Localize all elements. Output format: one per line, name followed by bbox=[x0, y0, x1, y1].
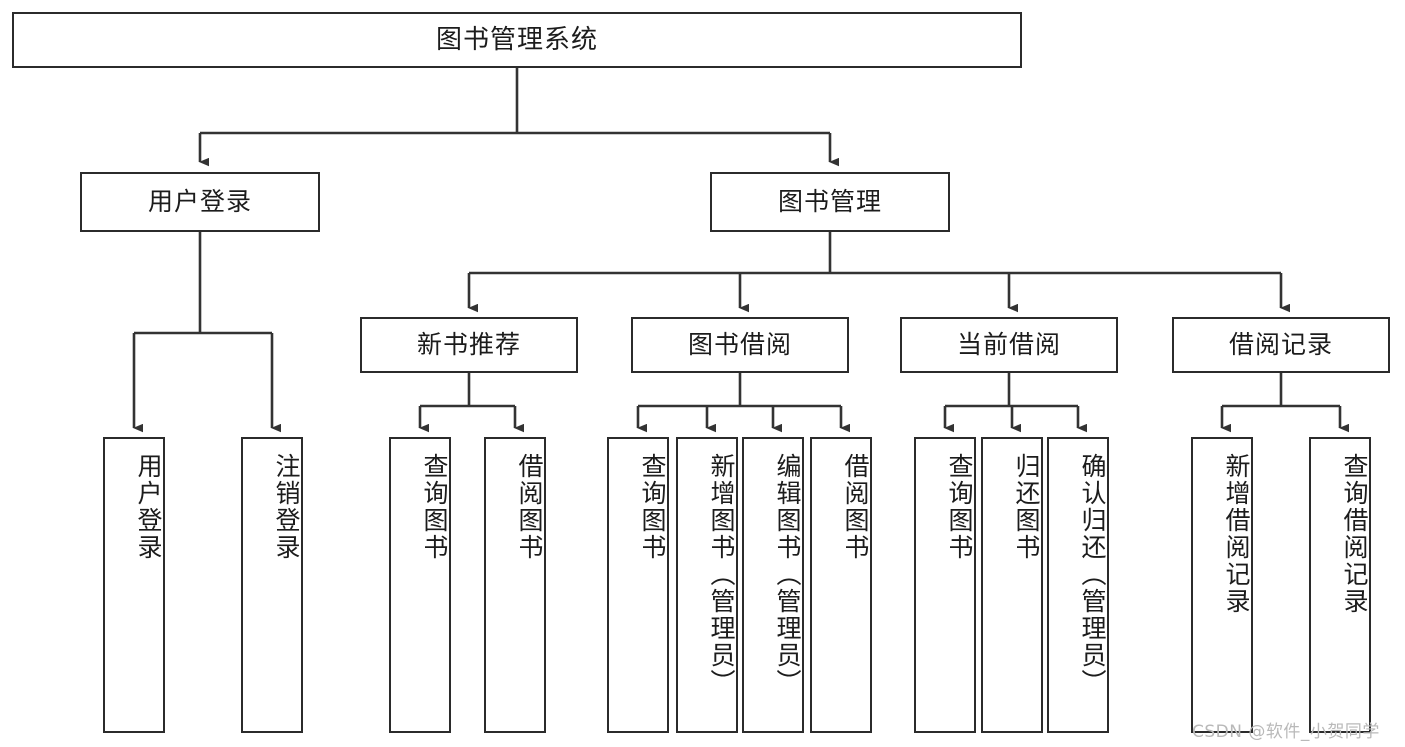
node-leaf-borrow-book-1[interactable]: 借阅图书 bbox=[484, 437, 546, 733]
node-label: 借阅图书 bbox=[515, 453, 544, 561]
node-label: 用户登录 bbox=[147, 187, 252, 217]
node-new-book-recommend[interactable]: 新书推荐 bbox=[360, 317, 578, 373]
node-label: 图书管理 bbox=[777, 187, 882, 217]
node-leaf-query-book-3[interactable]: 查询图书 bbox=[914, 437, 976, 733]
node-label: 查询图书 bbox=[420, 453, 449, 561]
node-user-login[interactable]: 用户登录 bbox=[80, 172, 320, 232]
node-root-system[interactable]: 图书管理系统 bbox=[12, 12, 1022, 68]
node-leaf-return-book[interactable]: 归还图书 bbox=[981, 437, 1043, 733]
node-label: 用户登录 bbox=[134, 453, 163, 561]
node-leaf-query-book-2[interactable]: 查询图书 bbox=[607, 437, 669, 733]
node-label: 注销登录 bbox=[272, 453, 301, 561]
node-current-borrow[interactable]: 当前借阅 bbox=[900, 317, 1118, 373]
node-leaf-borrow-book-2[interactable]: 借阅图书 bbox=[810, 437, 872, 733]
csdn-watermark: CSDN @软件_小贺同学 bbox=[1192, 722, 1380, 742]
node-leaf-query-record[interactable]: 查询借阅记录 bbox=[1309, 437, 1371, 733]
node-label: 归还图书 bbox=[1012, 453, 1041, 561]
node-label: 图书借阅 bbox=[687, 330, 792, 360]
node-leaf-add-book[interactable]: 新增图书（管理员） bbox=[676, 437, 738, 733]
node-label: 新增借阅记录 bbox=[1222, 453, 1251, 615]
node-label: 查询借阅记录 bbox=[1340, 453, 1369, 615]
node-borrow-record[interactable]: 借阅记录 bbox=[1172, 317, 1390, 373]
node-leaf-query-book-1[interactable]: 查询图书 bbox=[389, 437, 451, 733]
node-label: 新增图书（管理员） bbox=[707, 453, 736, 696]
node-leaf-edit-book[interactable]: 编辑图书（管理员） bbox=[742, 437, 804, 733]
node-label: 新书推荐 bbox=[416, 330, 521, 360]
node-leaf-user-login[interactable]: 用户登录 bbox=[103, 437, 165, 733]
node-leaf-add-record[interactable]: 新增借阅记录 bbox=[1191, 437, 1253, 733]
node-label: 查询图书 bbox=[945, 453, 974, 561]
node-label: 当前借阅 bbox=[956, 330, 1061, 360]
node-label: 确认归还（管理员） bbox=[1078, 453, 1107, 696]
node-label: 借阅图书 bbox=[841, 453, 870, 561]
node-leaf-logout-login[interactable]: 注销登录 bbox=[241, 437, 303, 733]
node-label: 借阅记录 bbox=[1228, 330, 1333, 360]
node-book-manage[interactable]: 图书管理 bbox=[710, 172, 950, 232]
node-label: 编辑图书（管理员） bbox=[773, 453, 802, 696]
node-book-borrow[interactable]: 图书借阅 bbox=[631, 317, 849, 373]
node-label: 查询图书 bbox=[638, 453, 667, 561]
node-leaf-confirm-return[interactable]: 确认归还（管理员） bbox=[1047, 437, 1109, 733]
node-label: 图书管理系统 bbox=[435, 24, 598, 55]
